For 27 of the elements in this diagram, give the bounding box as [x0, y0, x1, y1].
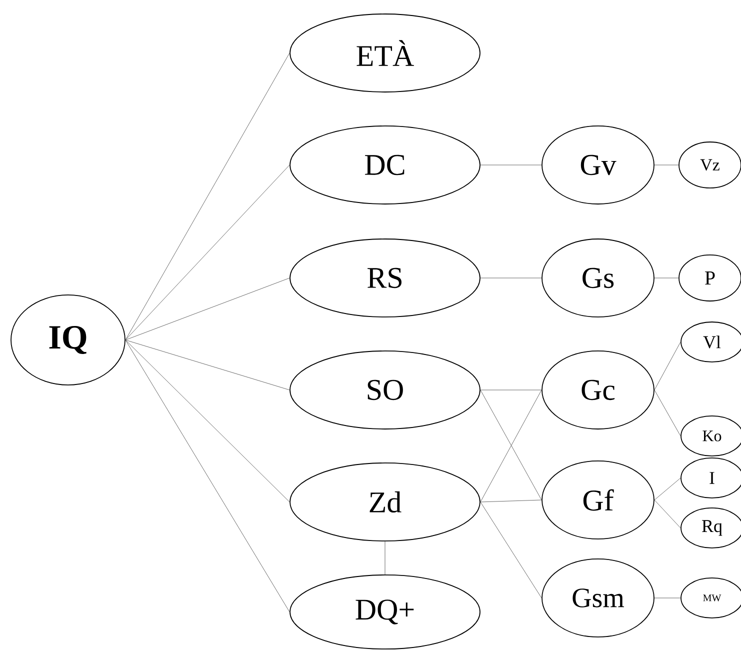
connector-line: [125, 340, 290, 502]
connector-line: [654, 390, 681, 436]
connector-line: [125, 340, 290, 390]
connector-line: [480, 164, 542, 166]
connector-line: [654, 500, 681, 528]
connector-line: [654, 478, 681, 500]
connector-line: [480, 502, 542, 598]
ellipse-node: Gv: [542, 126, 654, 204]
connector-line: [125, 52, 290, 340]
connector-line: [125, 278, 290, 340]
ellipse-node: Gsm: [542, 558, 654, 638]
ellipse-node: Gf: [542, 460, 654, 540]
connector-line: [480, 500, 542, 502]
ellipse-node: RS: [290, 238, 480, 318]
ellipse-node: DQ+: [290, 574, 480, 650]
ellipse-node: IQ: [10, 294, 126, 386]
ellipse-node: DC: [290, 126, 480, 204]
connector-line: [125, 340, 290, 612]
ellipse-node: Gc: [542, 350, 654, 430]
connector-line: [654, 342, 681, 390]
connector-line: [654, 164, 679, 166]
ellipse-node: Zd: [290, 462, 480, 542]
ellipse-node: SO: [290, 350, 480, 430]
connector-line: [125, 164, 290, 340]
ellipse-node: Gs: [542, 238, 654, 318]
connector-line: [384, 541, 386, 575]
ellipse-node: ETÀ: [290, 14, 480, 92]
